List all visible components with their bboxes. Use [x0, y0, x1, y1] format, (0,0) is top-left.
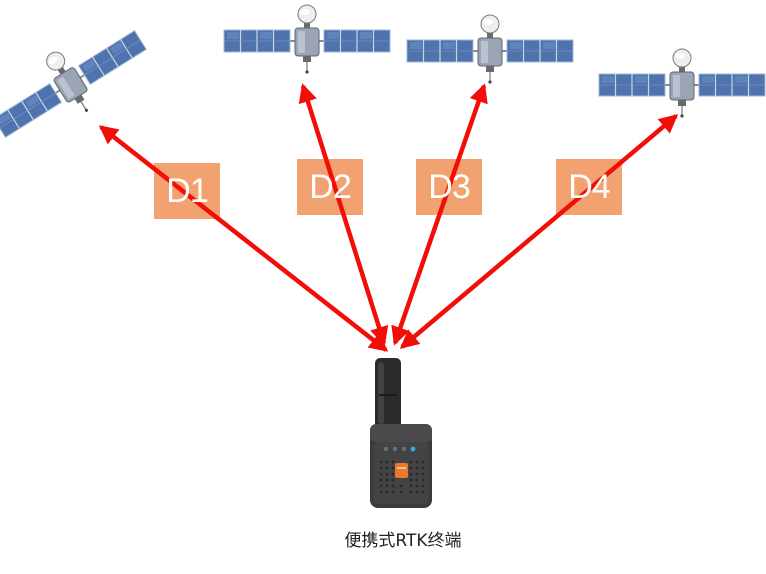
satellite-2	[224, 5, 390, 74]
device-caption: 便携式RTK终端	[344, 531, 462, 551]
distance-label-d2: D2	[309, 168, 351, 206]
distance-label-d3: D3	[428, 168, 470, 206]
satellite-3	[407, 15, 573, 84]
distance-label-d4: D4	[568, 168, 610, 206]
satellite-4	[599, 49, 765, 118]
range-arrow-d4	[399, 114, 679, 349]
range-arrow-d2	[298, 83, 389, 346]
distance-label-d1: D1	[166, 172, 208, 210]
satellite-1	[0, 9, 158, 155]
rtk-receiver-icon	[370, 358, 432, 508]
